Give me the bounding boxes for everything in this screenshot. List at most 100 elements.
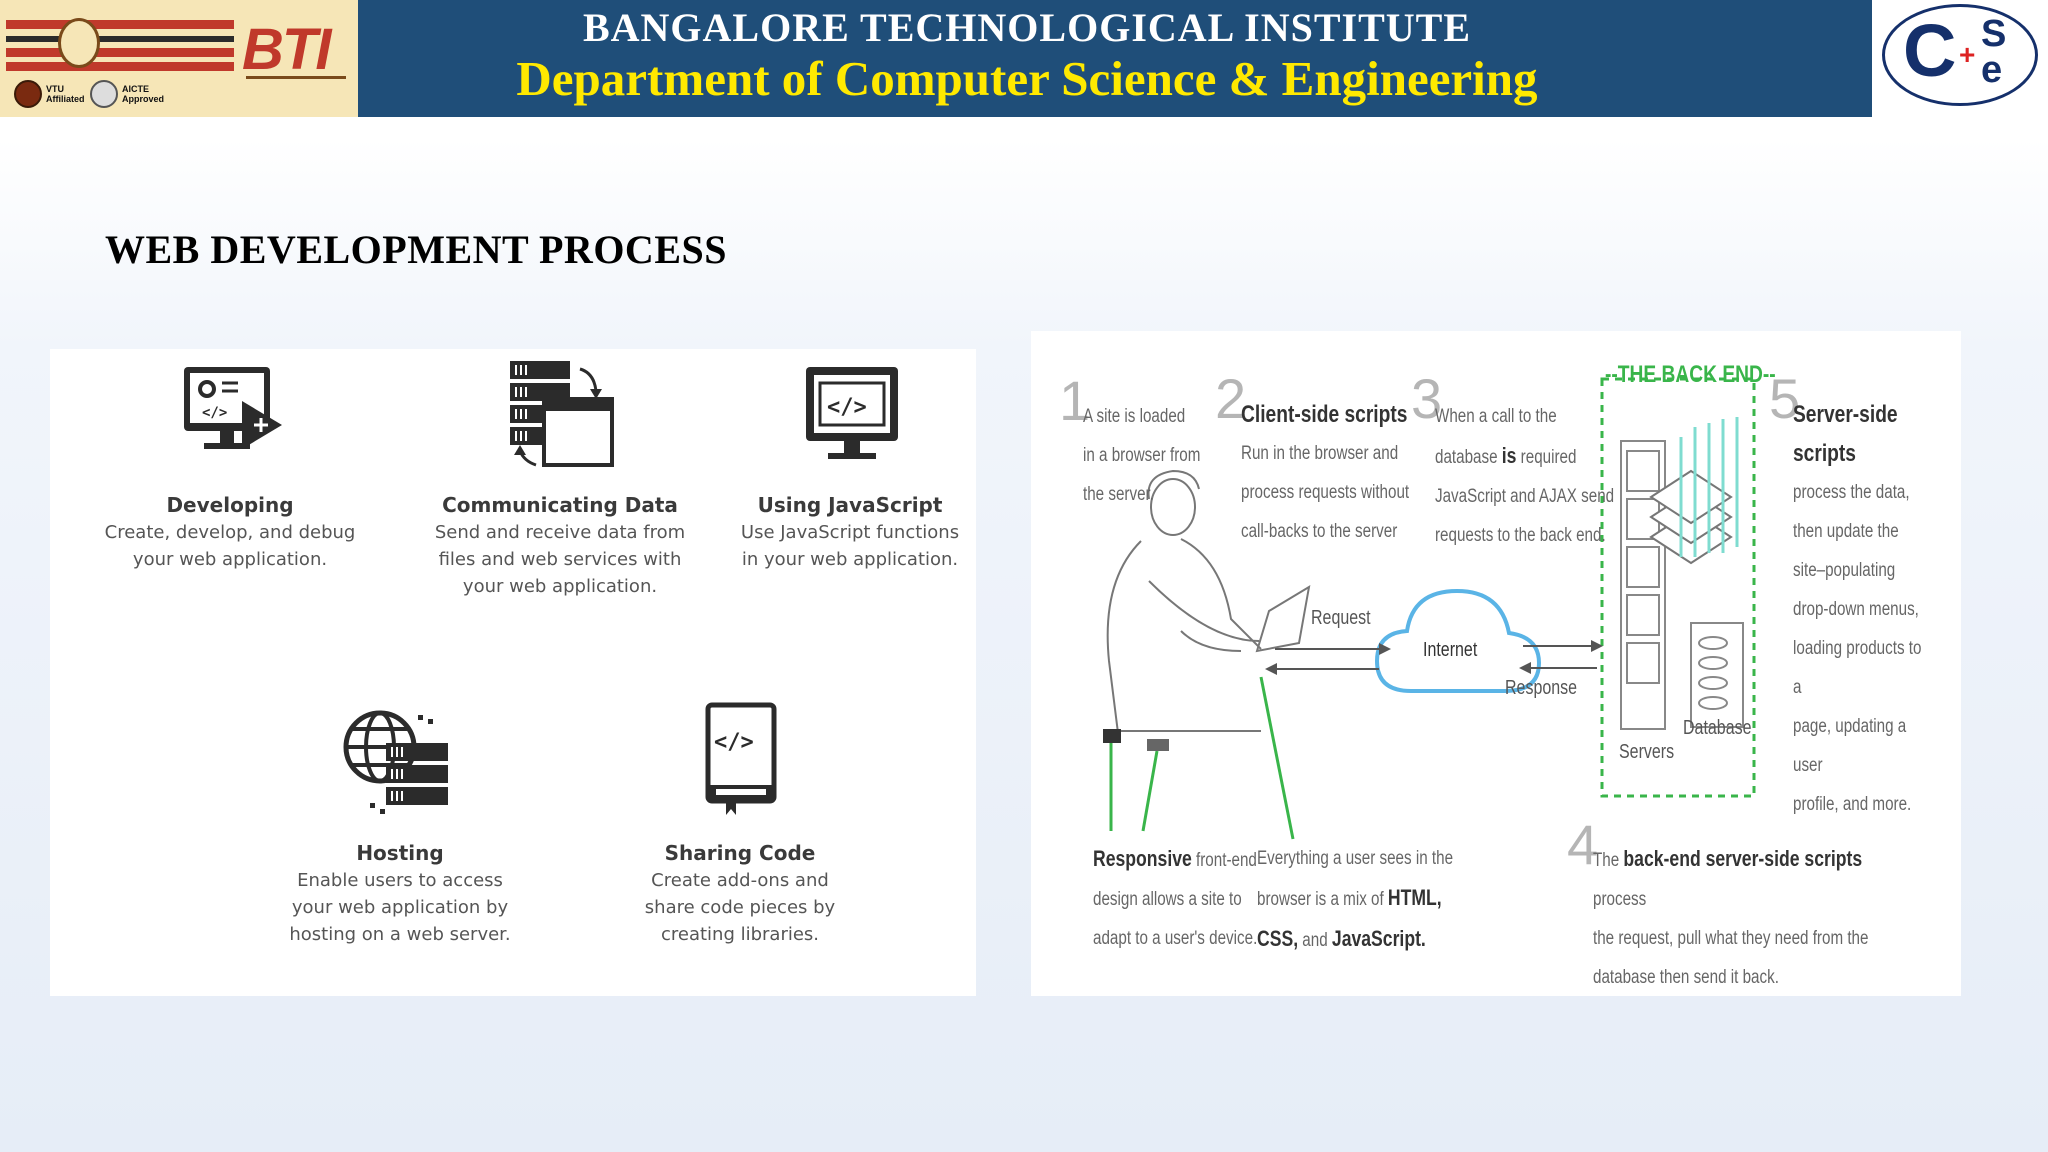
response-label: Response: [1505, 677, 1578, 699]
cse-letter: e: [1981, 49, 2003, 91]
step3-text: When a call to the database is required …: [1435, 397, 1614, 555]
text-run: back-end server-side scripts: [1623, 846, 1863, 871]
text-run: front-end: [1191, 850, 1257, 871]
step-description: Use JavaScript functions in your web app…: [730, 519, 970, 573]
monitor-code-icon: </>: [184, 367, 282, 449]
step-line: Create add-ons and: [651, 870, 829, 891]
internet-label: Internet: [1423, 639, 1478, 661]
step-description: Create add-ons and share code pieces by …: [580, 867, 900, 948]
step-line: process the data,: [1793, 482, 1910, 503]
server-window-exchange-icon: [510, 361, 614, 467]
logo-stripe: [6, 62, 234, 71]
note-line: Responsive front-end: [1093, 839, 1257, 880]
step5-text: Server-side scripts process the data, th…: [1793, 395, 1927, 824]
step-heading: Client-side scripts: [1241, 401, 1408, 428]
step-line: drop-down menus,: [1793, 599, 1919, 620]
step-number: 2: [1215, 367, 1247, 430]
step-title: Developing: [166, 493, 294, 517]
page-stack-icon: [1649, 469, 1733, 565]
database-icon: [1690, 622, 1744, 728]
request-arrowhead: [1379, 643, 1391, 655]
institute-name: BANGALORE TECHNOLOGICAL INSTITUTE: [582, 5, 1472, 50]
step-line: then update the: [1793, 521, 1899, 542]
bti-wordmark: BTI: [242, 17, 331, 82]
logo-stripe: [6, 36, 234, 42]
cse-letter: C: [1903, 9, 1957, 92]
svg-text:</>: </>: [714, 730, 754, 755]
step-title: Communicating Data: [442, 493, 678, 517]
note-line: design allows a site to: [1093, 889, 1242, 910]
pointer-line: [1259, 676, 1295, 840]
badge-line: AICTE: [122, 84, 149, 94]
data-bars-decoration: [1679, 417, 1739, 557]
slide-title: WEB DEVELOPMENT PROCESS: [105, 227, 727, 272]
step-line: process requests without: [1241, 482, 1410, 503]
servers-label: Servers: [1619, 741, 1675, 763]
step1-text: A site is loaded in a browser from the s…: [1083, 397, 1200, 514]
step-sharing-code: </> Sharing Code Create add-ons and shar…: [580, 701, 900, 948]
cse-letter: S: [1981, 13, 2007, 55]
step-line: Use JavaScript functions: [740, 522, 960, 543]
diagram-graphics: [1103, 377, 1756, 840]
phone-icon: [1103, 729, 1121, 743]
note-line: The back-end server-side scripts process: [1593, 839, 1887, 919]
step-line: profile, and more.: [1793, 794, 1912, 815]
aicte-seal-icon: [90, 80, 118, 108]
step-description: Send and receive data from files and web…: [400, 519, 720, 600]
request-label: Request: [1311, 607, 1371, 629]
step-communicating-data: Communicating Data Send and receive data…: [400, 357, 720, 600]
globe-server-icon: [343, 710, 448, 814]
badge-line: VTU: [46, 84, 64, 94]
step2-text: Client-side scripts Run in the browser a…: [1241, 395, 1409, 551]
step-developing: </> Developing Create, develop, and debu…: [70, 361, 390, 573]
step-line: Enable users to access: [297, 870, 503, 891]
step-line: When a call to the: [1435, 406, 1557, 427]
badge-line: Approved: [122, 94, 165, 104]
servers-icon: [1620, 440, 1666, 730]
person-at-laptop-icon: [1106, 469, 1311, 742]
step-heading: Server-side scripts: [1793, 401, 1898, 467]
header-banner: BANGALORE TECHNOLOGICAL INSTITUTE Depart…: [358, 0, 1872, 117]
backend-request-arrowhead: [1591, 640, 1603, 652]
step-line: Send and receive data from: [434, 522, 686, 543]
tablet-icon: [1147, 739, 1169, 751]
pointer-line: [1141, 750, 1159, 832]
monitor-brackets-icon: </>: [806, 367, 898, 459]
vtu-seal-icon: [14, 80, 42, 108]
database-label: Database: [1683, 717, 1752, 739]
response-arrowhead: [1265, 663, 1277, 675]
note-line: adapt to a user's device.: [1093, 928, 1258, 949]
step-line: share code pieces by: [644, 897, 836, 918]
step-number: 1: [1059, 369, 1091, 432]
text-run: database: [1435, 447, 1502, 468]
step-line: site–populating: [1793, 560, 1896, 581]
step-line: the server.: [1083, 484, 1154, 505]
step-line: creating libraries.: [660, 924, 820, 945]
svg-text:</>: </>: [202, 405, 227, 421]
cse-logo: C + S e: [1872, 0, 2048, 117]
bti-emblem-icon: [58, 18, 100, 68]
client-server-diagram: 1 A site is loaded in a browser from the…: [1031, 331, 1961, 996]
step-line: call-backs to the server: [1241, 521, 1398, 542]
step-number: 3: [1411, 367, 1443, 430]
text-run: process: [1593, 889, 1647, 910]
step-description: Enable users to access your web applicat…: [240, 867, 560, 948]
step-line: Run in the browser and: [1241, 443, 1399, 464]
responsive-note: Responsive front-end design allows a sit…: [1093, 839, 1257, 958]
logo-stripe: [6, 20, 234, 29]
cse-letter: +: [1959, 39, 1976, 70]
text-run: required: [1516, 447, 1577, 468]
step-title: Sharing Code: [664, 841, 816, 865]
cse-emblem-icon: C + S e: [1882, 4, 2038, 106]
step-line: in your web application.: [741, 549, 959, 570]
step-title: Using JavaScript: [757, 493, 943, 517]
text-run: JavaScript.: [1331, 926, 1426, 951]
text-run: and: [1298, 930, 1332, 951]
step-line: files and web services with: [438, 549, 682, 570]
